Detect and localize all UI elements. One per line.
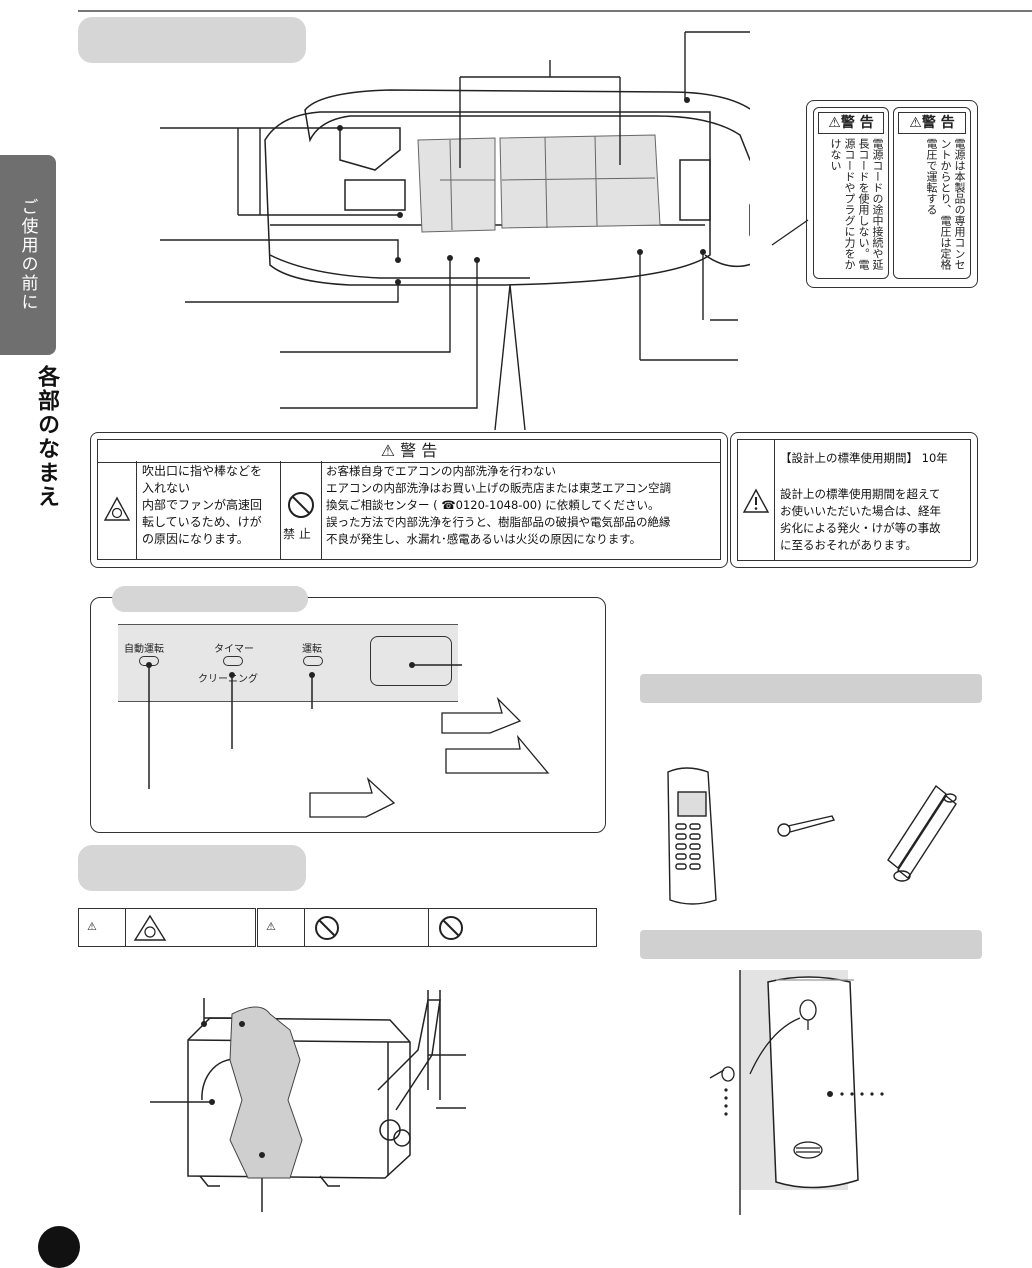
prohibit-cell: 禁 止: [280, 461, 322, 559]
outdoor-unit-illustration: [150, 990, 466, 1212]
remote-holder-heading-bar: [640, 930, 982, 959]
accessories-illustration: [667, 767, 957, 905]
side-title: 各部のなまえ: [34, 365, 59, 509]
fan-hazard-cell: [98, 461, 137, 559]
warning-triangle-icon: ⚠: [909, 115, 922, 131]
display-panel-box: [90, 597, 606, 833]
cleaning-label: クリーニング: [198, 674, 258, 685]
main-warning-title-row: ⚠ 警 告: [97, 439, 721, 463]
prohibit-icon: [439, 916, 463, 940]
prohibit-icon: [315, 916, 339, 940]
prohibit-icon: [288, 492, 314, 518]
main-warning-title: 警 告: [400, 441, 438, 460]
period-inner: 【設計上の標準使用期間】 10年 設計上の標準使用期間を超えてお使いいただいた場…: [737, 439, 971, 561]
warning-triangle-icon: ⚠: [87, 920, 97, 933]
fan-hazard-icon: [103, 496, 131, 521]
outdoor-warning-strip-1: ⚠: [78, 908, 256, 947]
plug-warning-pointer: [771, 219, 809, 246]
fan-hazard-icon: [133, 914, 167, 941]
period-icon-cell: [738, 440, 775, 560]
plug-warning-box-1: ⚠警 告 電源は本製品の専用コンセントからとり、電圧は定格電圧で運転する: [893, 107, 971, 279]
plug-warning-title-2: ⚠警 告: [818, 112, 884, 134]
page-number-badge: [38, 1226, 80, 1268]
indoor-unit-heading-bar: [78, 17, 306, 63]
outdoor-unit-heading-bar: [78, 845, 306, 891]
plug-warning-text-2: 電源コードの途中接続や延長コードを使用しない。電源コードやプラグに力をかけない: [829, 138, 884, 270]
strip-divider: [428, 909, 429, 946]
indoor-unit-illustration: [160, 31, 750, 430]
period-title: 【設計上の標準使用期間】 10年: [780, 451, 948, 465]
timer-cleaning-button[interactable]: [223, 656, 243, 666]
panel-leader-lines: [146, 662, 550, 818]
display-panel-heading-bar-top: [112, 586, 308, 612]
main-warning-grid: 吹出口に指や棒などを入れない 内部でファンが高速回転しているため、けが の原因に…: [97, 461, 721, 560]
accessories-heading-bar: [640, 674, 982, 703]
remote-holder-illustration: [709, 970, 884, 1215]
finger-warning-text: 吹出口に指や棒などを入れない 内部でファンが高速回転しているため、けが の原因に…: [142, 464, 263, 546]
side-tab: ご使用の前に: [0, 155, 56, 355]
warning-triangle-icon: [742, 488, 770, 513]
prohibit-label: 禁 止: [283, 527, 311, 541]
warning-triangle-icon: ⚠: [380, 441, 396, 460]
standard-period-box: 【設計上の標準使用期間】 10年 設計上の標準使用期間を超えてお使いいただいた場…: [730, 432, 978, 568]
period-text: 設計上の標準使用期間を超えてお使いいただいた場合は、経年 劣化による発火・けが等…: [780, 487, 941, 552]
run-label: 運転: [302, 644, 322, 655]
signal-receiver: [370, 636, 452, 686]
warning-triangle-icon: ⚠: [828, 115, 841, 131]
auto-run-label: 自動運転: [124, 644, 164, 655]
plug-warning-box-2: ⚠警 告 電源コードの途中接続や延長コードを使用しない。電源コードやプラグに力を…: [813, 107, 889, 279]
plug-warning-title-1: ⚠警 告: [898, 112, 966, 134]
top-rule: [78, 10, 1032, 12]
main-warning-box: ⚠ 警 告 吹出口に指や棒などを入れない 内部でファンが高速回転しているため、け…: [90, 432, 728, 568]
plug-warning-panel: ⚠警 告 電源コードの途中接続や延長コードを使用しない。電源コードやプラグに力を…: [806, 100, 978, 288]
strip-divider: [304, 909, 305, 946]
strip-divider: [125, 909, 126, 946]
timer-label: タイマー: [214, 644, 254, 655]
warning-triangle-icon: ⚠: [266, 920, 276, 933]
plug-warning-text-1: 電源は本製品の専用コンセントからとり、電圧は定格電圧で運転する: [925, 138, 966, 270]
outdoor-warning-strip-2: ⚠: [257, 908, 597, 947]
run-indicator: [303, 656, 323, 666]
cleaning-warning-text: お客様自身でエアコンの内部洗浄を行わないエアコンの内部洗浄はお買い上げの販売店ま…: [326, 464, 671, 546]
